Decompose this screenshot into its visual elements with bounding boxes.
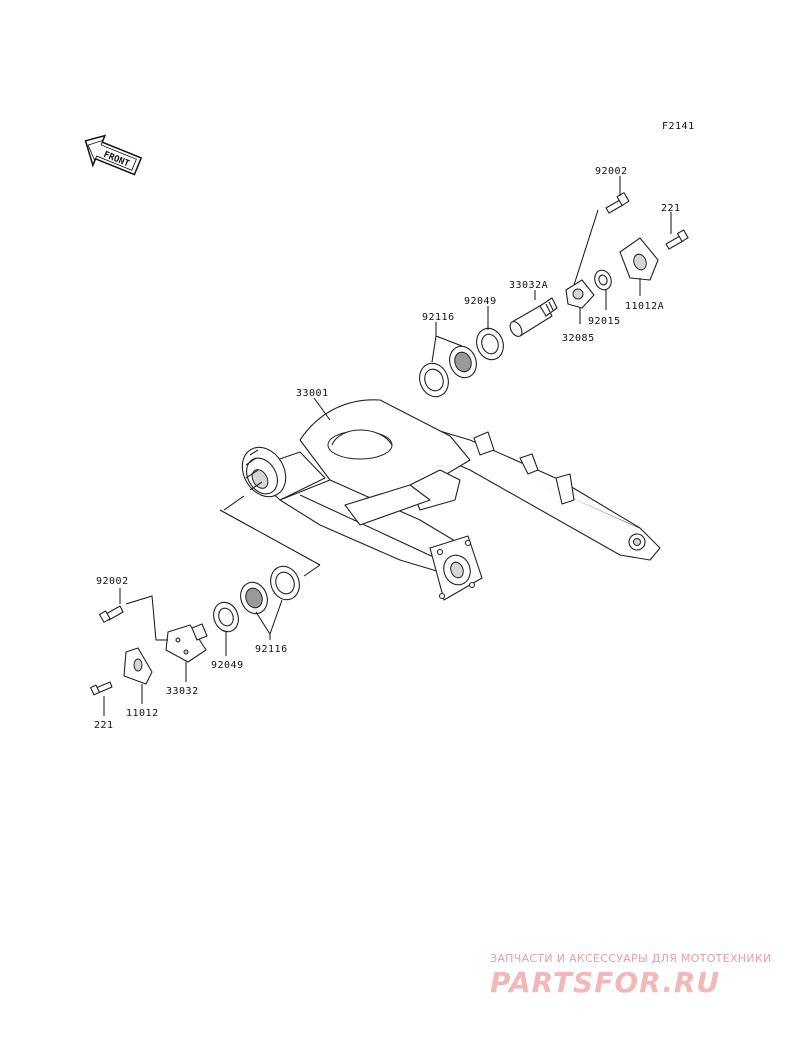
figure-code: F2141 — [662, 121, 695, 132]
front-arrow-icon: FRONT — [84, 134, 143, 176]
bolt-221-bottom — [90, 681, 113, 696]
label-33032: 33032 — [166, 686, 199, 697]
cap-11012a — [619, 237, 659, 281]
bearing-92116-top — [419, 345, 477, 398]
watermark-subtitle: ЗАПЧАСТИ И АКСЕССУАРЫ ДЛЯ МОТОТЕХНИКИ — [490, 952, 772, 965]
label-221-top: 221 — [661, 203, 681, 214]
label-11012: 11012 — [126, 708, 159, 719]
label-92116-bottom: 92116 — [255, 644, 288, 655]
label-92049-top: 92049 — [464, 296, 497, 307]
bearing-92116-bottom — [240, 565, 300, 615]
bolt-92002-top — [605, 192, 630, 214]
watermark: ЗАПЧАСТИ И АКСЕССУАРЫ ДЛЯ МОТОТЕХНИКИ PA… — [490, 952, 772, 999]
label-221-bottom: 221 — [94, 720, 114, 731]
collar-92015 — [594, 269, 612, 291]
label-92015: 92015 — [588, 316, 621, 327]
collar-92049-top — [476, 327, 504, 361]
bolt-92002-bottom — [98, 605, 124, 623]
label-11012a: 11012A — [625, 301, 664, 312]
bolt-221-top — [665, 229, 689, 250]
collar-92049-bottom — [213, 601, 239, 633]
cap-11012 — [123, 647, 153, 685]
label-33032a: 33032A — [509, 280, 548, 291]
label-92002-top: 92002 — [595, 166, 628, 177]
plate-32085 — [565, 279, 595, 309]
label-32085: 32085 — [562, 333, 595, 344]
label-92049-bottom: 92049 — [211, 660, 244, 671]
label-92116-top: 92116 — [422, 312, 455, 323]
label-92002-bottom: 92002 — [96, 576, 129, 587]
watermark-logo: PARTSFOR.RU — [490, 966, 720, 999]
leader-lines — [103, 176, 672, 716]
plate-33032 — [165, 623, 208, 663]
swing-arm-33001 — [241, 399, 661, 601]
shaft-33032a — [509, 297, 558, 337]
label-33001: 33001 — [296, 388, 329, 399]
